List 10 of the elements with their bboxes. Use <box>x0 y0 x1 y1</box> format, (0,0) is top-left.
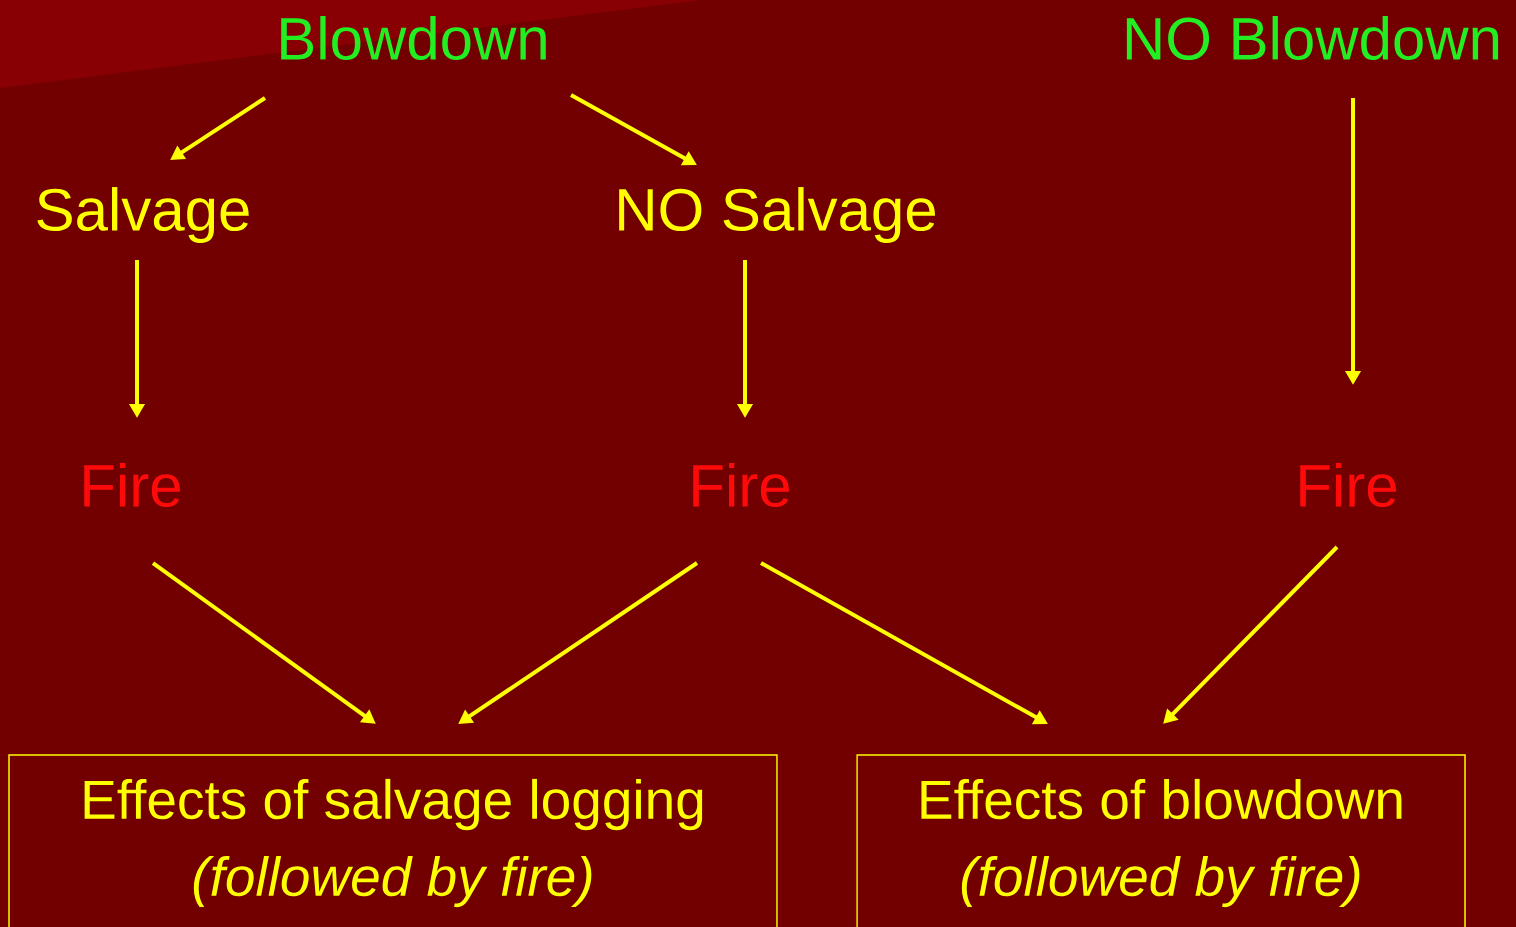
fire-label: Fire <box>84 463 180 508</box>
arrow <box>1163 545 1339 724</box>
outcome-box: Effects of blowdown (followed by fire) <box>856 754 1466 927</box>
fire-label: Fire <box>1300 463 1396 508</box>
fire-label: Fire <box>693 463 789 508</box>
branch-label: Salvage <box>37 187 249 243</box>
branch-label: NO Salvage <box>619 187 935 243</box>
heading-label: NO Blowdown <box>1126 15 1499 61</box>
heading-label: Blowdown <box>281 15 546 61</box>
outcome-box: Effects of salvage logging (followed by fire) <box>8 754 778 927</box>
